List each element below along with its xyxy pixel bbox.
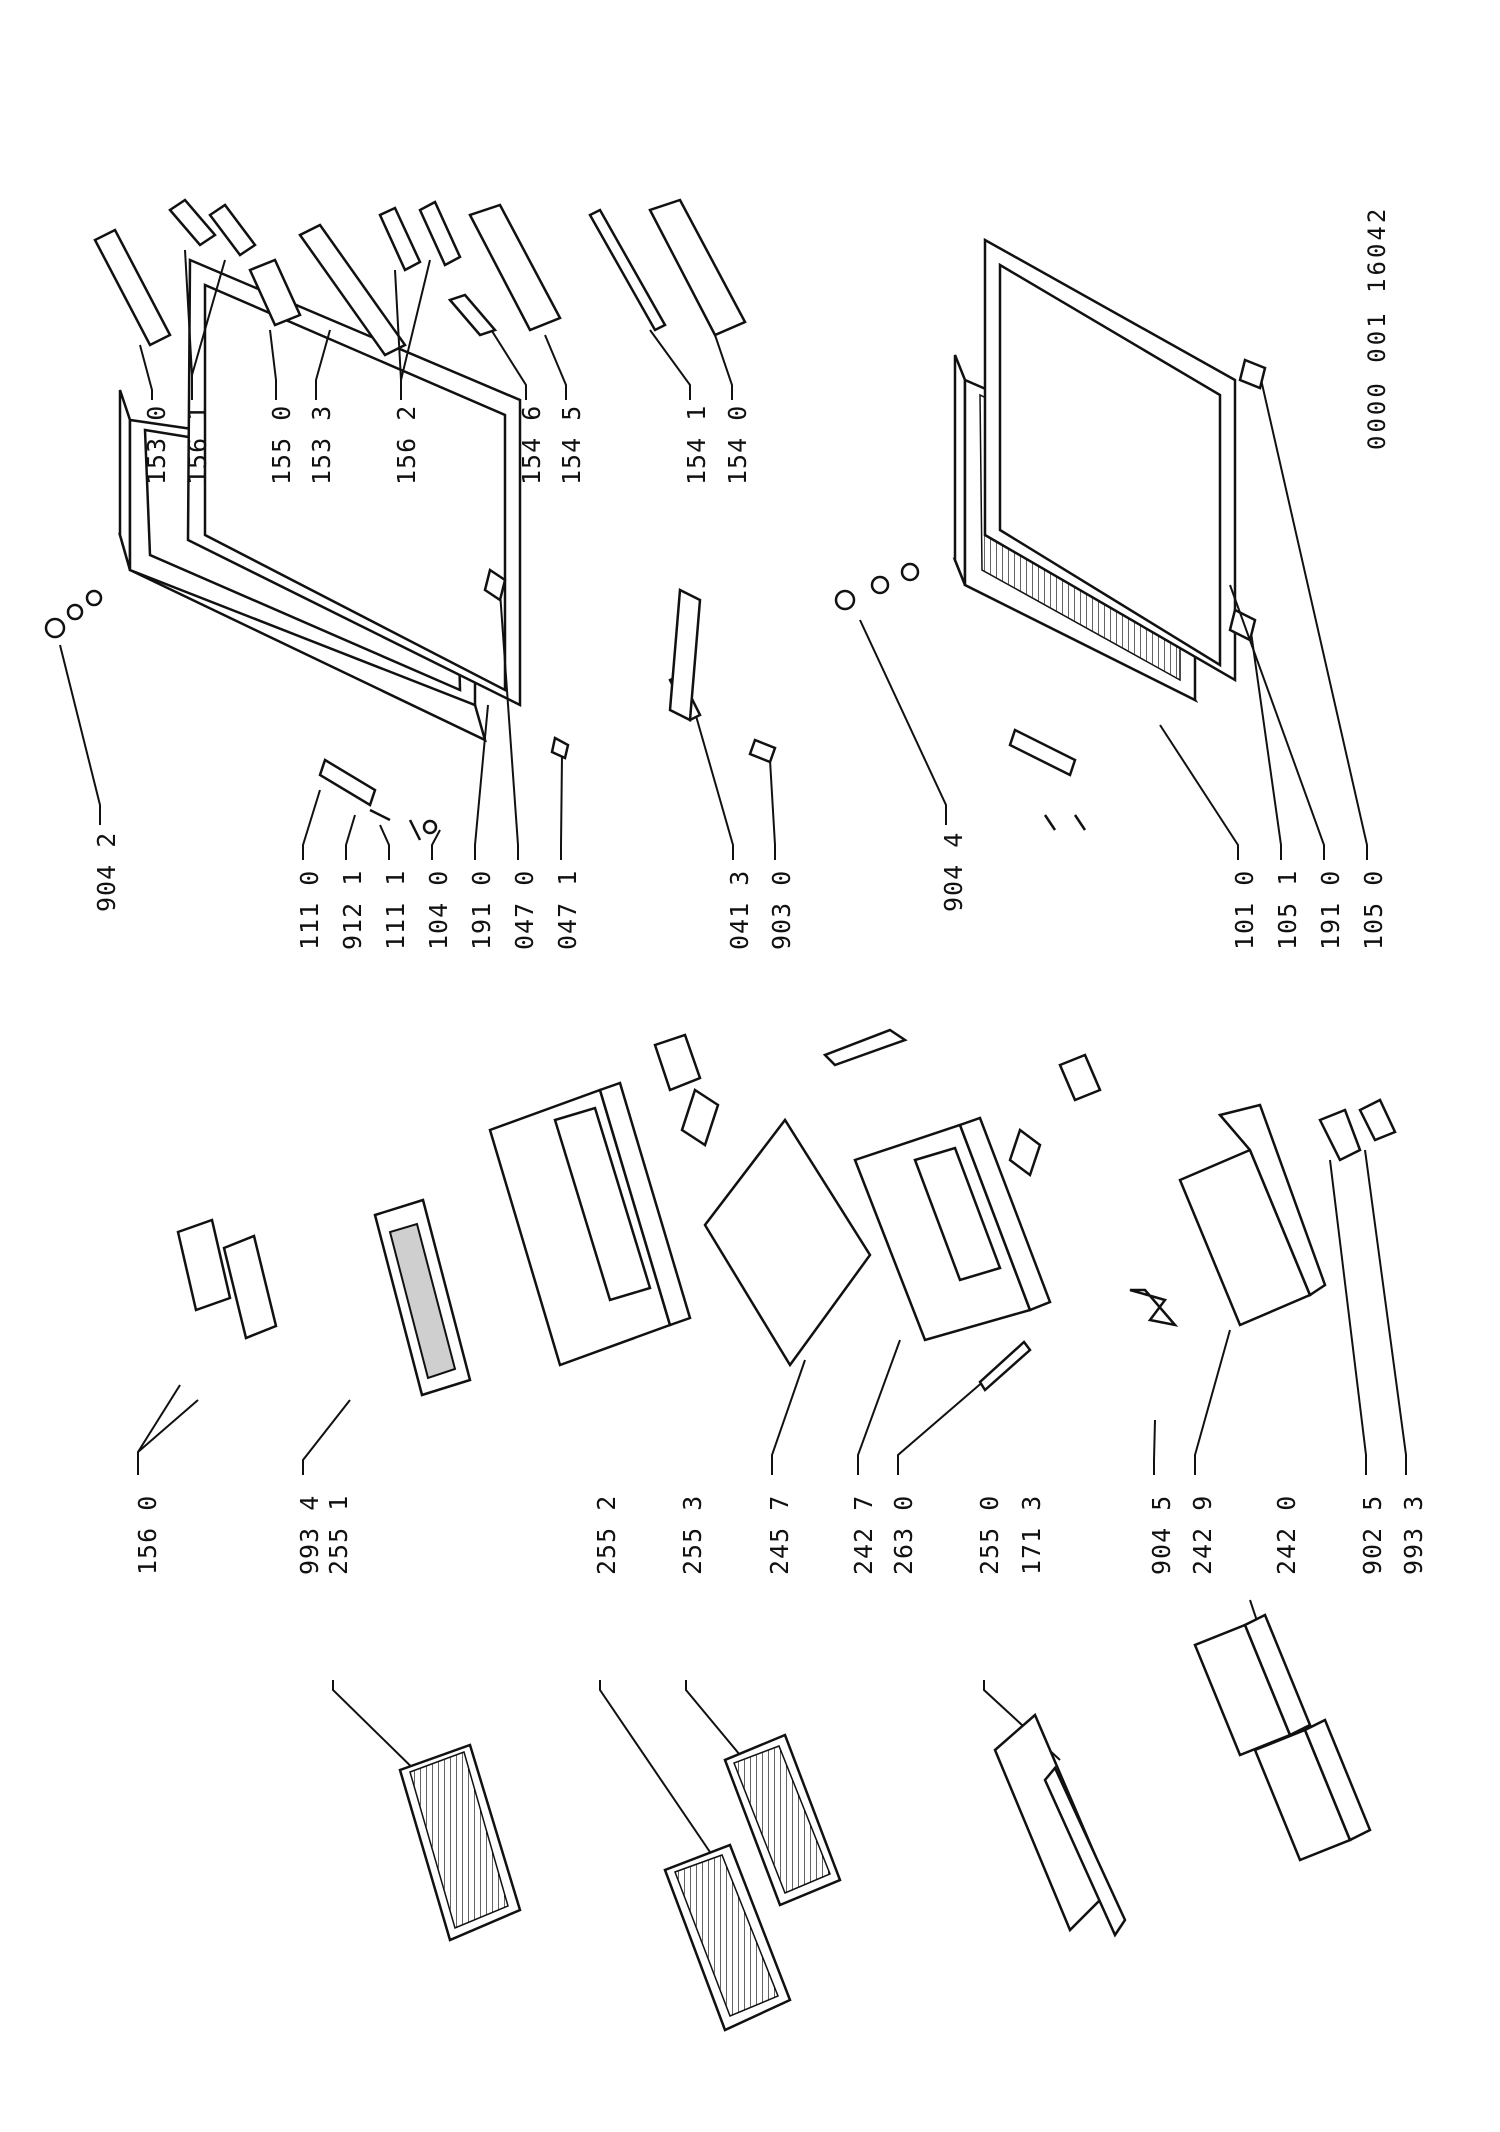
part-cover-plate-255-0	[993, 1712, 1127, 1938]
part-freezer-basket-lower	[822, 1028, 1102, 1342]
column-3-labels: 153 0 156 1 155 0 153 3 156 2 154 6 154 …	[142, 206, 1391, 485]
label-904-5: 904 5	[1147, 1495, 1176, 1575]
label-904-2: 904 2	[92, 832, 121, 912]
label-255-2: 255 2	[592, 1495, 621, 1575]
part-screws-912-1	[369, 808, 422, 841]
label-154-5: 154 5	[557, 405, 586, 485]
part-egg-holder-156-1b	[208, 203, 257, 257]
label-047-1: 047 1	[553, 870, 582, 950]
label-154-1: 154 1	[682, 405, 711, 485]
part-handle-041-3	[668, 588, 702, 722]
label-156-2: 156 2	[392, 405, 421, 485]
label-255-1: 255 1	[324, 1495, 353, 1575]
part-hinge-bush-047-0	[483, 567, 507, 603]
column-1-parts	[137, 1028, 1407, 2032]
label-153-3: 153 3	[307, 405, 336, 485]
column-2-parts	[44, 237, 1368, 860]
label-154-0: 154 0	[723, 405, 752, 485]
label-245-7: 245 7	[765, 1495, 794, 1575]
part-butter-lid-156-2b	[418, 200, 462, 267]
label-242-7: 242 7	[849, 1495, 878, 1575]
part-egg-tray-155-0	[248, 258, 302, 327]
label-153-0: 153 0	[142, 405, 171, 485]
part-glass-plate-245-7	[703, 1117, 872, 1368]
part-door-shelf-153-0	[93, 228, 172, 347]
label-105-1: 105 1	[1273, 870, 1302, 950]
label-191-0-b: 191 0	[1316, 870, 1345, 950]
part-wire-shelf-255-3	[723, 1733, 842, 1907]
part-rail-263-0	[978, 1340, 1032, 1392]
part-hinge-cover-105-0	[1238, 358, 1267, 390]
label-155-0: 155 0	[267, 405, 296, 485]
part-bottle-shelf-154-5	[468, 203, 562, 332]
part-door-shelf-153-3	[298, 223, 407, 357]
part-egg-holder-156-1a	[168, 198, 217, 247]
part-clip-993-3	[1358, 1098, 1397, 1142]
part-retainer-bar-154-1	[588, 208, 667, 332]
label-105-0: 105 0	[1359, 870, 1388, 950]
part-hinge-bush-047-1	[550, 736, 570, 760]
label-902-5: 902 5	[1358, 1495, 1387, 1575]
part-crisper-drawer-2	[1253, 1718, 1372, 1862]
part-hinge-lower	[1008, 728, 1077, 777]
label-191-0-a: 191 0	[467, 870, 496, 950]
label-255-0: 255 0	[975, 1495, 1004, 1575]
column-1-labels: 156 0 993 4 255 1 255 2 255 3 245 7 242 …	[133, 1495, 1428, 1575]
part-washer-104-0	[422, 819, 438, 835]
part-bracket-904-5	[1129, 1288, 1179, 1327]
label-156-0: 156 0	[133, 1495, 162, 1575]
label-111-0: 111 0	[295, 870, 324, 950]
label-154-6: 154 6	[517, 405, 546, 485]
label-912-1: 912 1	[338, 870, 367, 950]
label-263-0: 263 0	[889, 1495, 918, 1575]
label-047-0: 047 0	[510, 870, 539, 950]
part-clip-902-5	[1318, 1108, 1362, 1162]
label-104-0: 104 0	[424, 870, 453, 950]
part-hinge-pin-lower	[834, 562, 920, 611]
part-wire-shelf-255-2	[663, 1843, 792, 2032]
part-bottle-shelf-154-0	[648, 198, 747, 337]
part-egg-tray-top	[176, 1218, 278, 1340]
part-ice-box	[373, 1198, 472, 1397]
part-freezer-basket-upper	[488, 1033, 720, 1367]
label-242-0: 242 0	[1272, 1495, 1301, 1575]
part-screw-903-0	[748, 738, 777, 764]
part-hinge-111-0	[318, 758, 377, 807]
label-242-9: 242 9	[1188, 1495, 1217, 1575]
part-screws-lower	[1043, 814, 1087, 831]
part-drawer-242-9	[1178, 1103, 1327, 1327]
label-111-1: 111 1	[381, 870, 410, 950]
label-993-4: 993 4	[295, 1495, 324, 1575]
part-clip-154-6	[447, 293, 498, 337]
label-904-4: 904 4	[939, 832, 968, 912]
label-903-0: 903 0	[767, 870, 796, 950]
column-2-labels: 904 2 111 0 912 1 111 1 104 0 191 0 047 …	[92, 832, 1388, 950]
label-255-3: 255 3	[678, 1495, 707, 1575]
label-171-3: 171 3	[1017, 1495, 1046, 1575]
label-156-1: 156 1	[183, 405, 212, 485]
reference-number: 0000 001 16042	[1363, 206, 1391, 450]
part-wire-shelf-255-1	[398, 1743, 522, 1942]
part-hinge-pin-top	[44, 589, 103, 639]
column-3-parts	[93, 198, 747, 400]
label-993-3: 993 3	[1399, 1495, 1428, 1575]
part-butter-lid-156-2a	[378, 206, 422, 272]
part-door-gasket-lower	[983, 237, 1237, 683]
part-door-gasket-upper	[186, 258, 522, 708]
label-101-0: 101 0	[1230, 870, 1259, 950]
label-041-3: 041 3	[725, 870, 754, 950]
